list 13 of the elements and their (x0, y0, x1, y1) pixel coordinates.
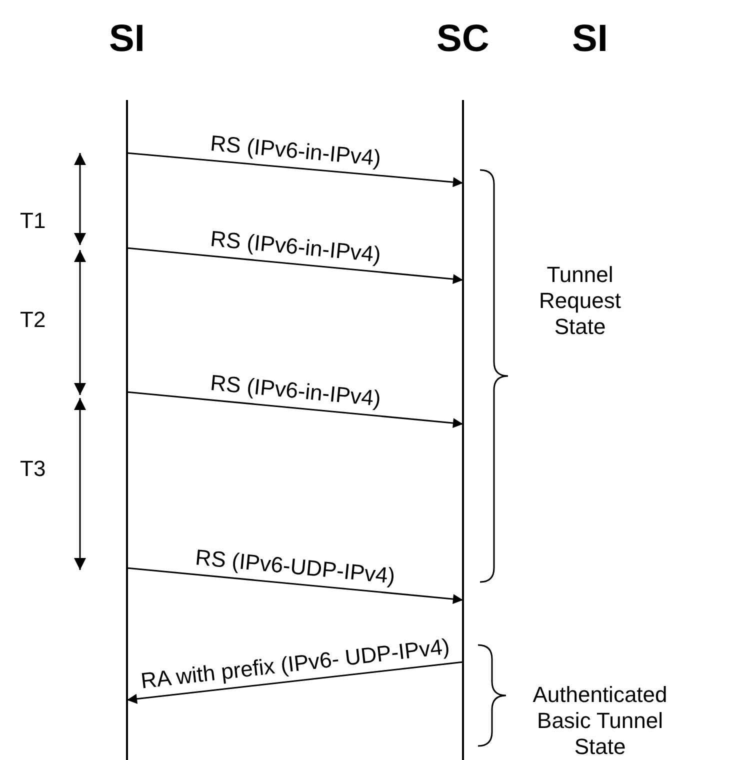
state-label: Tunnel Request State (538, 262, 622, 340)
participant-header: SI (572, 18, 608, 61)
participant-header: SI (109, 18, 145, 61)
message-arrow (126, 152, 464, 188)
timer-label: T3 (20, 456, 46, 482)
message-arrow (126, 247, 464, 284)
state-label: Authenticated Basic Tunnel State (532, 682, 668, 760)
participant-header: SC (436, 18, 490, 61)
timer-label: T1 (20, 208, 46, 234)
message-arrow (126, 567, 464, 604)
message-arrow (126, 391, 464, 428)
timer-label: T2 (20, 307, 46, 333)
message-arrow (126, 661, 464, 704)
